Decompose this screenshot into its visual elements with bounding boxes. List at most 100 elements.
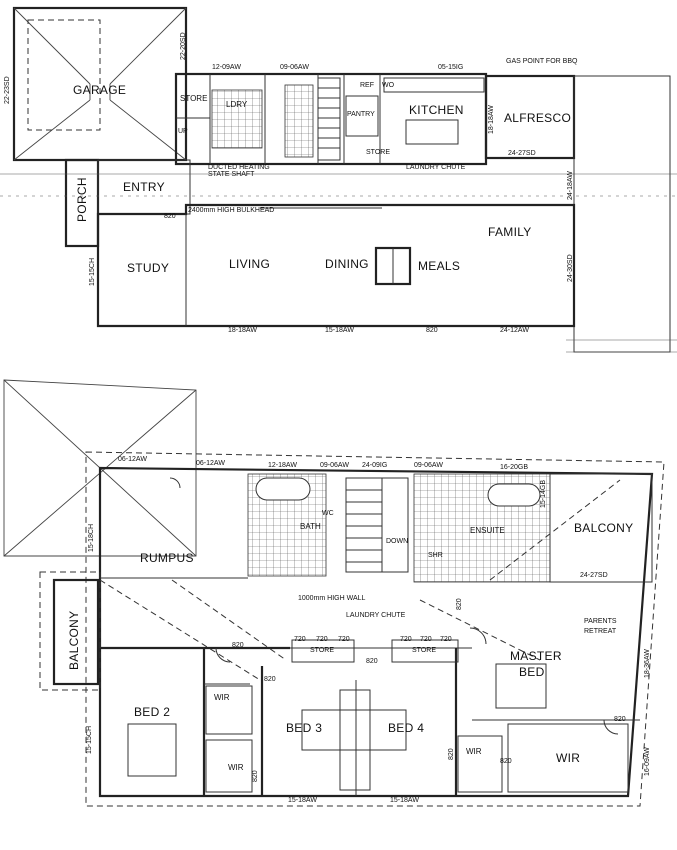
dim-720-d: 720	[400, 636, 412, 643]
dim-gf-3: 05-15IG	[438, 64, 464, 71]
study-label: STUDY	[127, 261, 170, 275]
laundry-tiles	[211, 89, 263, 149]
bed3-label: BED 3	[286, 721, 323, 735]
dim-gf-9: 24-12AW	[500, 327, 529, 334]
dim-ff-15: 15-18AW	[390, 797, 419, 804]
dim-ff-3: 12-18AW	[268, 462, 297, 469]
dim-820-c: 820	[366, 658, 378, 665]
dim-ff-13: 15-15CH	[86, 725, 93, 754]
dim-gf-4: 22-20SD	[180, 32, 187, 60]
wo-note: WO	[382, 82, 395, 89]
dim-gf-13: 820	[164, 213, 176, 220]
pantry-label: PANTRY	[347, 111, 375, 118]
balcony-left	[39, 571, 101, 691]
dim-ff-5: 24-09IG	[362, 462, 388, 469]
dim-820-g: 820	[614, 716, 626, 723]
wir-bed2-a	[205, 685, 253, 735]
dim-720-e: 720	[420, 636, 432, 643]
dim-ff-11: 18-36AW	[644, 649, 651, 678]
gas-point-note: GAS POINT FOR BBQ	[506, 58, 578, 65]
wir1-label: WIR	[214, 693, 230, 702]
alfresco-label: ALFRESCO	[504, 111, 572, 125]
bed2-label: BED 2	[134, 705, 171, 719]
up-note: UP	[178, 128, 188, 135]
kitchen-label: KITCHEN	[409, 103, 464, 117]
dim-820-h: 820	[500, 758, 512, 765]
dim-gf-2: 09-06AW	[280, 64, 309, 71]
balcony-left-label: BALCONY	[67, 610, 81, 670]
dim-gf-1: 12-09AW	[212, 64, 241, 71]
pantry-box	[345, 95, 379, 137]
ground-floor-plan	[0, 6, 677, 353]
store-left	[291, 639, 355, 663]
store-left-label: STORE	[310, 647, 334, 654]
store-right	[391, 639, 459, 663]
dim-gf-5: 22-23SD	[4, 76, 11, 104]
balcony-right-label: BALCONY	[574, 521, 634, 535]
ground-stair	[317, 77, 341, 161]
kitchen-bench	[383, 77, 485, 93]
upper-stair	[345, 477, 409, 573]
porch-label: PORCH	[75, 177, 89, 222]
master-bed-label-2: BED	[519, 665, 545, 679]
store-right-label: STORE	[412, 647, 436, 654]
dining-label: DINING	[325, 257, 369, 271]
dim-ff-12: 16-09AW	[644, 747, 651, 776]
upper-eaves-outline	[85, 451, 665, 807]
entry-label: ENTRY	[123, 180, 165, 194]
dim-gf-11: 15-18AW	[325, 327, 354, 334]
rumpus-label: RUMPUS	[140, 551, 194, 565]
balcony-right	[549, 473, 653, 583]
dim-gf-14: 24-30SD	[567, 254, 574, 282]
dim-ff-7: 16-20GB	[500, 464, 529, 471]
parents-retreat-label-1: PARENTS	[584, 618, 617, 625]
master-bed-furniture	[495, 663, 547, 709]
wir-master-b	[507, 723, 629, 793]
wir2-label: WIR	[228, 763, 244, 772]
garage-roof-lines	[13, 7, 187, 161]
dim-820-f: 820	[448, 748, 455, 760]
ensuite-bath	[487, 483, 541, 507]
dim-gf-10: 18-18AW	[228, 327, 257, 334]
ducted-heating-note-2: STATE SHAFT	[208, 171, 255, 178]
family-label: FAMILY	[488, 225, 532, 239]
wir3-label: WIR	[466, 747, 482, 756]
meals-label: MEALS	[418, 259, 461, 273]
wc-label: WC	[322, 510, 334, 517]
dim-820-a: 820	[232, 642, 244, 649]
dim-gf-7: 24-27SD	[508, 150, 536, 157]
high-wall-note: 1000mm HIGH WALL	[298, 595, 366, 602]
dim-gf-15: 820	[426, 327, 438, 334]
bathtub	[255, 477, 311, 501]
bath-label: BATH	[300, 522, 321, 531]
dim-ff-6: 09-06AW	[414, 462, 443, 469]
dim-720-c: 720	[338, 636, 350, 643]
laundry-chute-note: LAUNDRY CHUTE	[406, 164, 466, 171]
laundry-label: LDRY	[226, 100, 248, 109]
dim-720-f: 720	[440, 636, 452, 643]
kitchen-island	[405, 119, 459, 145]
dim-ff-9: 15-14GB	[540, 479, 547, 508]
shr-label: SHR	[428, 552, 443, 559]
bed4-label: BED 4	[388, 721, 425, 735]
store-label: STORE	[180, 94, 208, 103]
dim-820-e: 820	[252, 770, 259, 782]
dim-ff-14: 15-18AW	[288, 797, 317, 804]
first-floor-plan	[3, 379, 665, 807]
dim-gf-12: 15-15CH	[89, 257, 96, 286]
garage-label: GARAGE	[73, 83, 127, 97]
dim-ff-10: 24-27SD	[580, 572, 608, 579]
dim-gf-8: 24-18AW	[567, 171, 574, 200]
bed2-furniture	[127, 723, 177, 777]
wir-master-a	[457, 735, 503, 793]
dim-720-a: 720	[294, 636, 306, 643]
parents-retreat-label-2: RETREAT	[584, 628, 617, 635]
down-label: DOWN	[386, 538, 409, 545]
dim-820-b: 820	[264, 676, 276, 683]
dim-ff-4: 09-06AW	[320, 462, 349, 469]
laundry-chute-note-ff: LAUNDRY CHUTE	[346, 612, 406, 619]
wc-tiles	[284, 84, 314, 158]
master-bed-label-1: MASTER	[510, 649, 562, 663]
alfresco-pergola	[573, 75, 671, 353]
